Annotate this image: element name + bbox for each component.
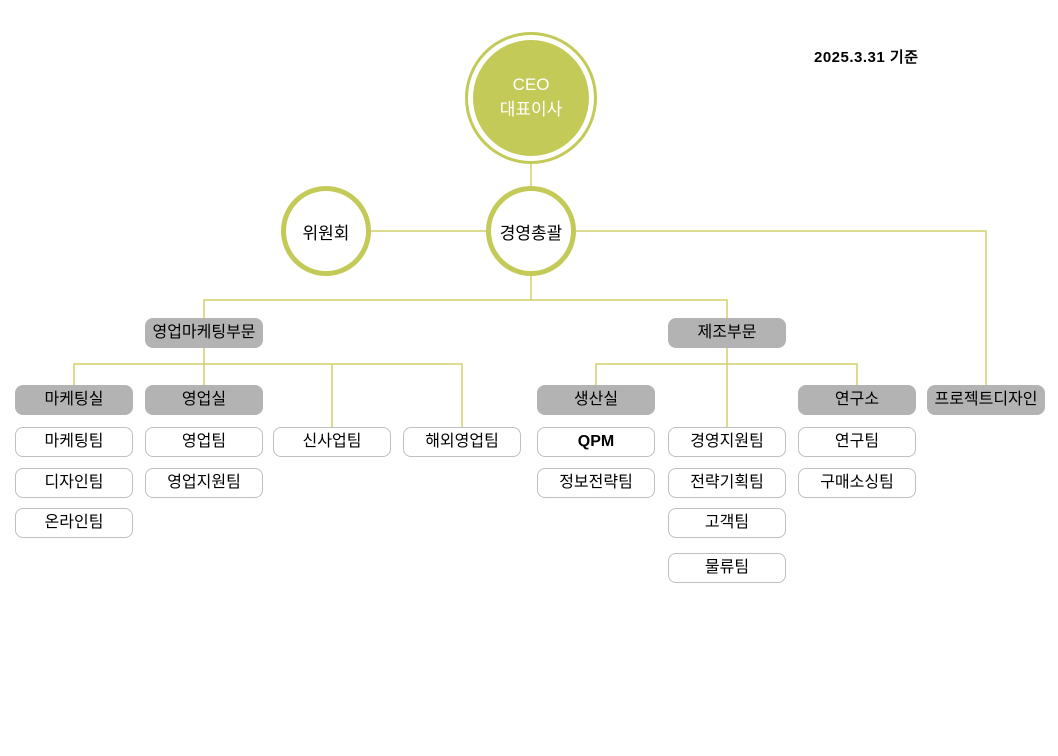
node-team-strategic-planning: 전략기획팀 [668,468,786,498]
node-team-design: 디자인팀 [15,468,133,498]
ceo-title: CEO [512,75,550,95]
node-ceo: CEO 대표이사 [465,32,597,164]
node-committee: 위원회 [281,186,371,276]
node-team-qpm: QPM [537,427,655,457]
node-team-online: 온라인팀 [15,508,133,538]
node-team-management-support: 경영지원팀 [668,427,786,457]
node-team-logistics: 물류팀 [668,553,786,583]
node-office-research: 연구소 [798,385,916,415]
node-office-sales: 영업실 [145,385,263,415]
node-office-marketing: 마케팅실 [15,385,133,415]
node-division-manufacturing: 제조부문 [668,318,786,348]
node-team-customer: 고객팀 [668,508,786,538]
ceo-subtitle: 대표이사 [499,100,563,119]
node-division-sales-marketing: 영업마케팅부문 [145,318,263,348]
node-team-new-business: 신사업팀 [273,427,391,457]
node-management: 경영총괄 [486,186,576,276]
node-team-sales: 영업팀 [145,427,263,457]
node-team-purchasing-sourcing: 구매소싱팀 [798,468,916,498]
date-note: 2025.3.31 기준 [814,49,919,66]
node-team-marketing: 마케팅팀 [15,427,133,457]
node-team-research: 연구팀 [798,427,916,457]
node-team-overseas-sales: 해외영업팀 [403,427,521,457]
node-ceo-inner: CEO 대표이사 [473,40,589,156]
node-office-production: 생산실 [537,385,655,415]
node-team-sales-support: 영업지원팀 [145,468,263,498]
node-office-project-design: 프로젝트디자인 [927,385,1045,415]
node-team-info-strategy: 정보전략팀 [537,468,655,498]
